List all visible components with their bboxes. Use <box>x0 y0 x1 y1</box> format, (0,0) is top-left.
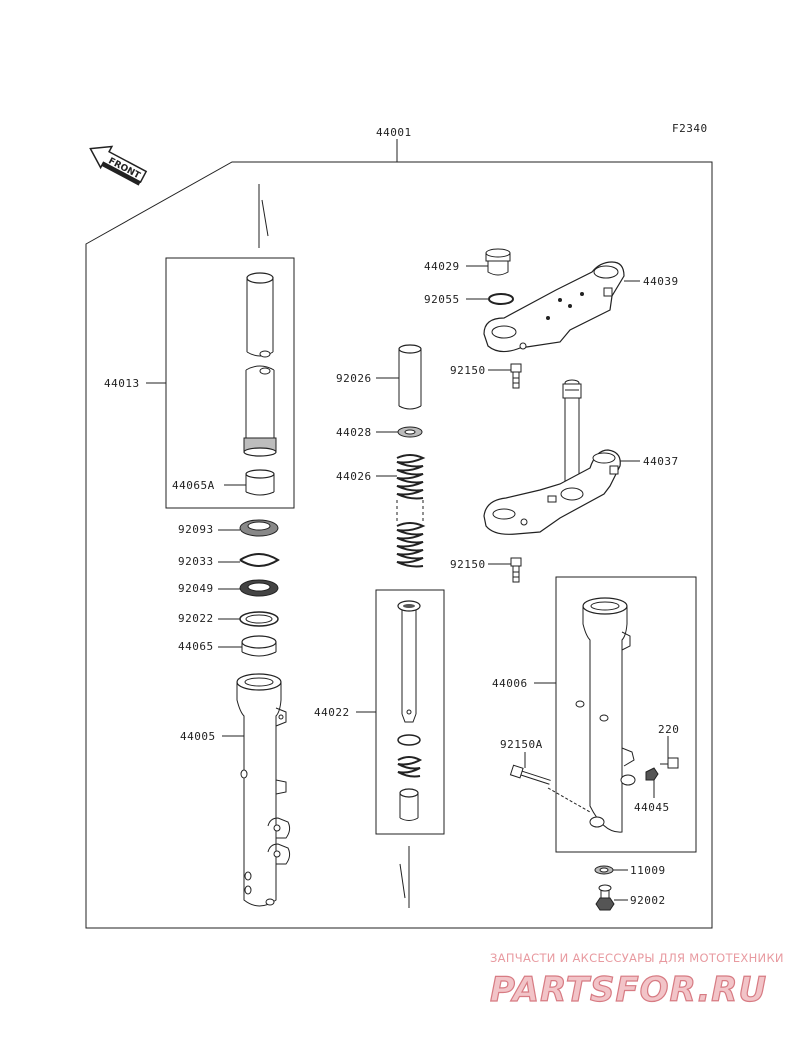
steering-stem-group <box>483 379 640 583</box>
label-92150A: 92150A <box>500 738 543 751</box>
label-44013: 44013 <box>104 377 140 390</box>
label-44045: 44045 <box>634 801 670 814</box>
outer-tube-right-group <box>509 576 697 853</box>
label-44037: 44037 <box>643 455 679 468</box>
label-92026: 92026 <box>336 372 372 385</box>
label-44022: 44022 <box>314 706 350 719</box>
watermark-tagline: ЗАПЧАСТИ И АКСЕССУАРЫ ДЛЯ МОТОТЕХНИКИ <box>490 951 784 965</box>
front-arrow-icon: FRONT <box>89 145 148 186</box>
break-line-top-left <box>258 184 269 248</box>
label-44065: 44065 <box>178 640 214 653</box>
fork-spring <box>396 454 426 568</box>
label-44039: 44039 <box>643 275 679 288</box>
figure-code: F2340 <box>672 122 708 135</box>
label-44006: 44006 <box>492 677 528 690</box>
label-44029: 44029 <box>424 260 460 273</box>
label-92022: 92022 <box>178 612 214 625</box>
label-92150-lower: 92150 <box>450 558 486 571</box>
seal-stack <box>218 519 280 657</box>
inner-tube-group <box>146 257 295 509</box>
label-92033: 92033 <box>178 555 214 568</box>
label-assembly-44001: 44001 <box>376 126 412 139</box>
label-220: 220 <box>658 723 679 736</box>
drain-parts <box>594 865 628 911</box>
label-11009: 11009 <box>630 864 666 877</box>
watermark: ЗАПЧАСТИ И АКСЕССУАРЫ ДЛЯ МОТОТЕХНИКИ PA… <box>489 951 784 1011</box>
assembly-outline <box>85 139 713 929</box>
label-44026: 44026 <box>336 470 372 483</box>
break-line-bottom-center <box>399 846 410 908</box>
label-44028: 44028 <box>336 426 372 439</box>
label-92055: 92055 <box>424 293 460 306</box>
label-44005: 44005 <box>180 730 216 743</box>
upper-bracket-group <box>466 248 640 389</box>
outer-tube-left <box>222 673 291 907</box>
watermark-logo: PARTSFOR.RU <box>490 970 767 1010</box>
label-92002: 92002 <box>630 894 666 907</box>
label-44065A: 44065A <box>172 479 215 492</box>
spring-stack <box>376 344 426 568</box>
label-92049: 92049 <box>178 582 214 595</box>
label-92093: 92093 <box>178 523 214 536</box>
damper-cylinder-group <box>356 589 445 835</box>
label-92150-upper: 92150 <box>450 364 486 377</box>
